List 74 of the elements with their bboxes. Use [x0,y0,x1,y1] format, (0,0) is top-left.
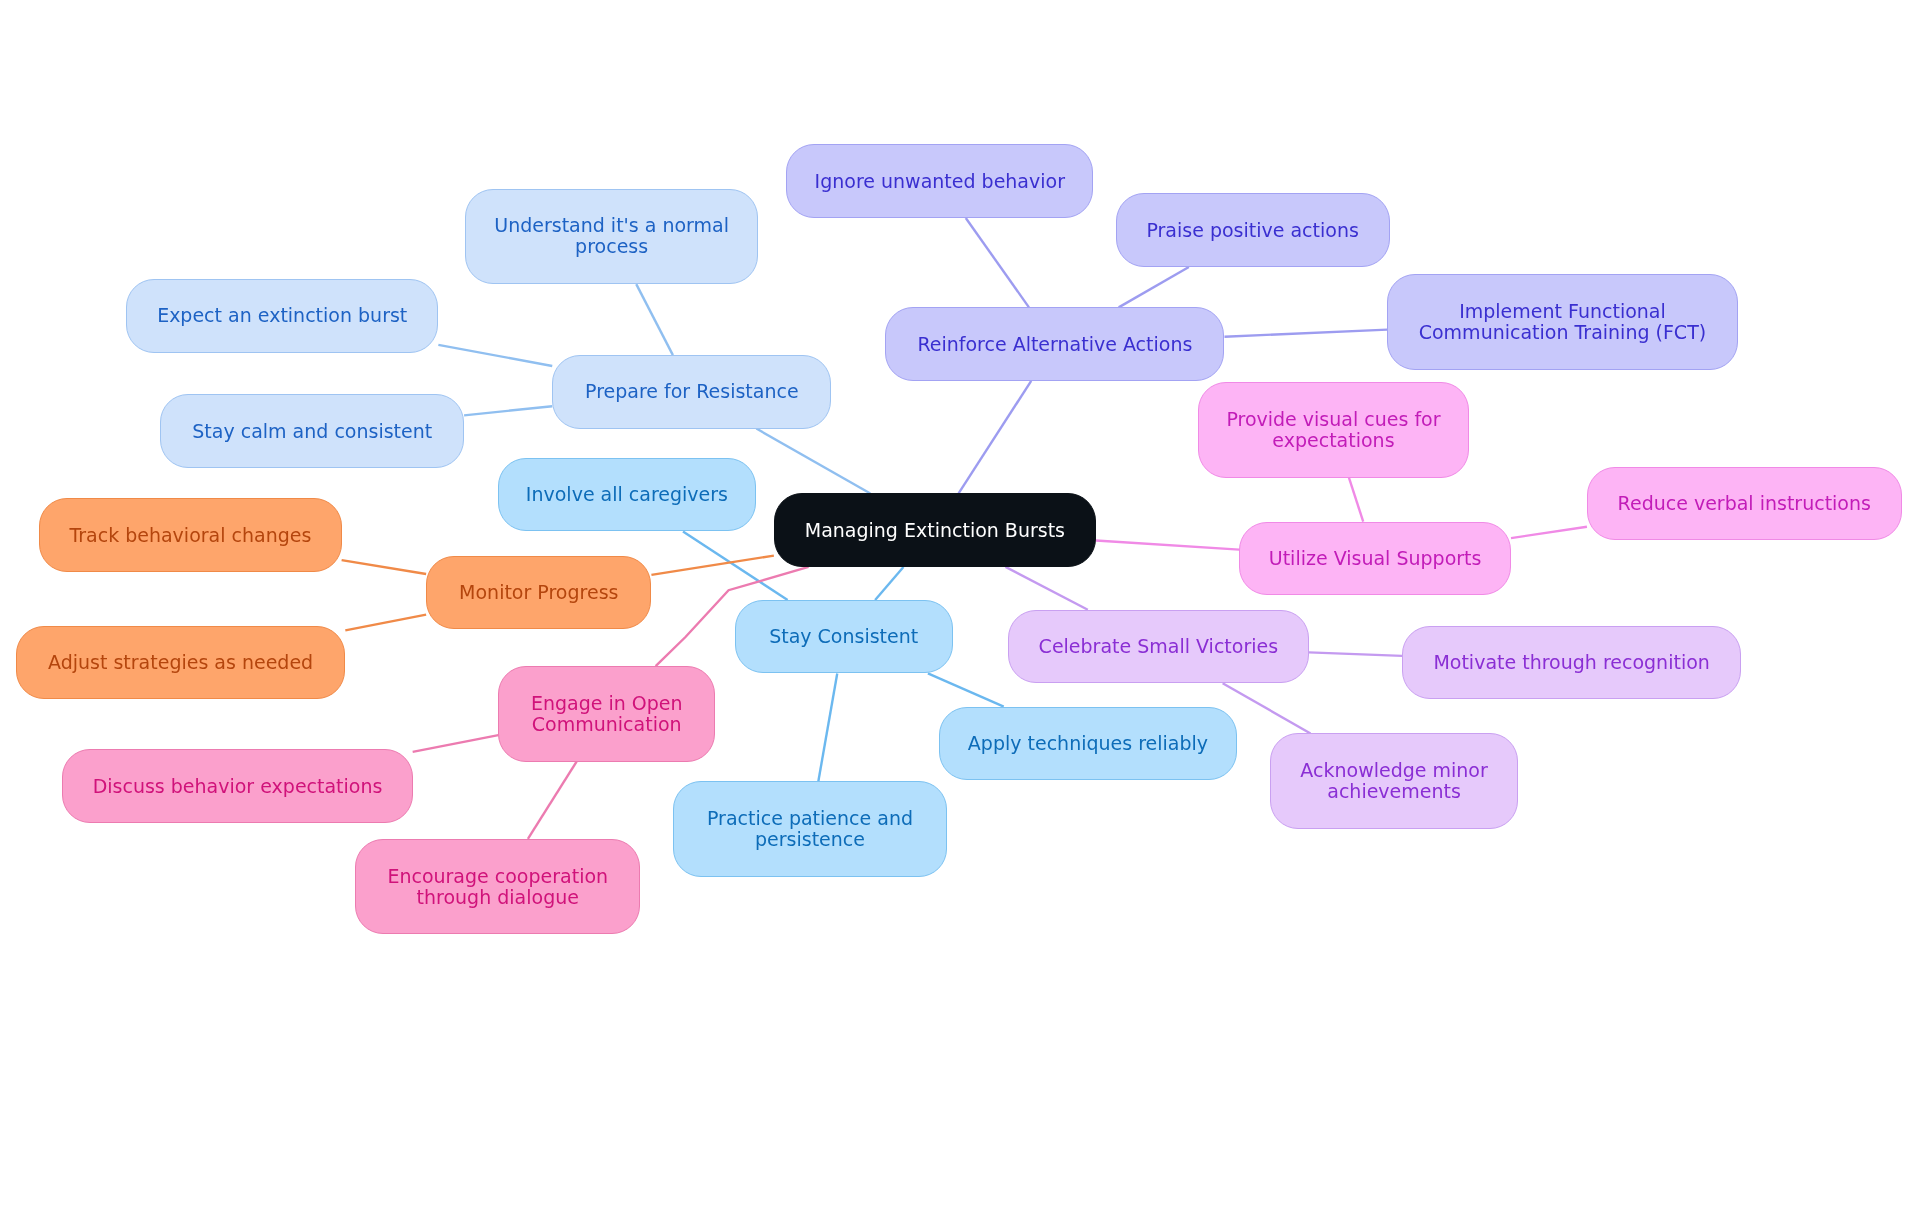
topic-label: Expect an extinction burst [157,305,408,327]
topic-box [498,666,716,762]
connector-line [341,558,427,576]
connector-line [651,554,775,577]
topic-label: Apply techniques reliably [967,732,1209,754]
topic-box [1269,733,1519,829]
topic-box [1239,521,1511,596]
connector-line [874,566,905,601]
topic-box [498,457,756,532]
connector-line [635,283,674,356]
topic-label: Monitor Progress [459,582,619,604]
connector-line [755,427,871,495]
topic-box [786,144,1094,218]
topic-label: Practice patience and persistence [706,808,914,850]
topic-box [734,600,953,674]
connector-line [1222,682,1312,735]
connector-line [1095,539,1240,551]
topic-label: Track behavioral changes [69,524,312,546]
connector-line [682,530,789,601]
topic-label: Motivate through recognition [1433,652,1710,673]
topic-box [62,749,413,823]
topic-label: Involve all caregivers [525,484,728,506]
topic-box [39,498,342,572]
connector-line [526,761,578,840]
topic-label: Managing Extinction Bursts [804,519,1065,541]
topic-box [1115,193,1390,267]
topic-label: Understand it's a normal process [493,215,730,258]
topic-label: Ignore unwanted behavior [814,170,1065,192]
topic-box [465,188,758,285]
connector-line [438,343,553,368]
connector-line [345,613,427,632]
topic-label: Acknowledge minor achievements [1299,760,1489,803]
topic-label: Prepare for Resistance [585,381,799,403]
topic-label: Adjust strategies as needed [48,652,314,673]
topic-label: Praise positive actions [1146,219,1359,241]
topic-box [939,706,1237,780]
connector-line [1224,328,1388,338]
topic-label: Stay Consistent [769,626,919,648]
connector-line [817,673,839,782]
topic-box [1197,382,1470,478]
topic-box [426,555,652,630]
connector-line [1510,525,1588,540]
topic-label: Provide visual cues for expectations [1225,408,1442,451]
topic-box [15,625,346,700]
connector-line [964,217,1030,309]
topic-box [126,279,439,353]
connector-line [1118,265,1190,309]
connector-line [412,733,499,754]
topic-label: Discuss behavior expectations [92,775,383,797]
topic-box [160,394,465,468]
topic-box [885,307,1225,381]
topic-box [1402,625,1742,700]
connector-line [1004,565,1089,611]
topic-label: Stay calm and consistent [192,420,433,442]
topic-label: Utilize Visual Supports [1268,547,1482,569]
connector-line [1308,651,1403,658]
topic-box [552,355,832,429]
topic-box [1586,466,1902,540]
topic-box [673,781,947,877]
topic-label: Reduce verbal instructions [1617,492,1871,514]
topic-box [1007,609,1309,684]
topic-label: Encourage cooperation through dialogue [386,865,610,908]
topic-box [1387,274,1738,370]
topic-label: Engage in Open Communication [529,692,684,735]
topic-label: Celebrate Small Victories [1038,636,1279,657]
topic-label: Implement Functional Communication Training (FCT) [1417,301,1708,343]
topic-box [355,838,641,935]
central-topic-box [773,493,1096,567]
connector-line [927,672,1005,708]
connector-line [957,380,1033,495]
topic-label: Reinforce Alternative Actions [917,333,1193,355]
connector-line [1347,477,1365,522]
connector-line [463,405,553,417]
connector-line [654,565,809,667]
